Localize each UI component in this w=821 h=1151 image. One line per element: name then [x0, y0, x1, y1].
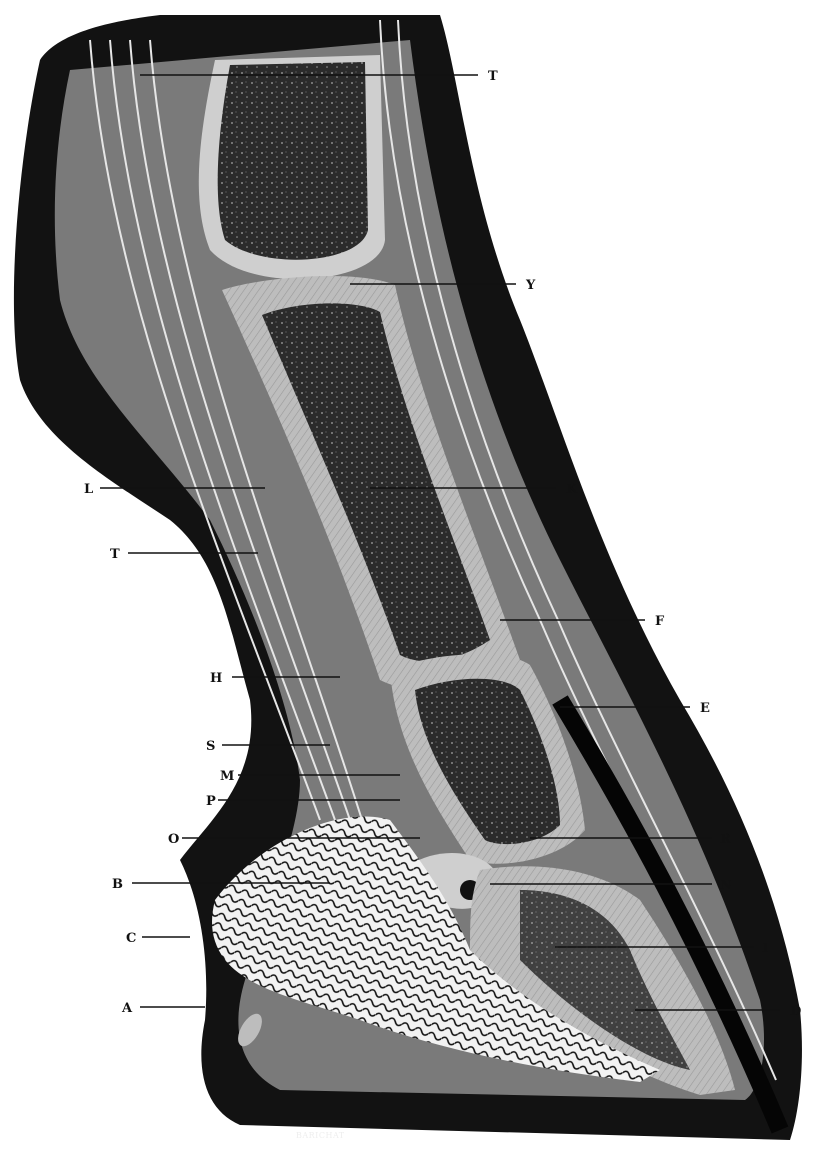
label-t-top: T: [488, 69, 498, 84]
label-t-left: T: [110, 547, 120, 562]
label-d: D: [790, 1004, 801, 1019]
label-p: P: [206, 794, 216, 809]
cannon-bone-marrow: [218, 62, 368, 260]
label-r: R: [720, 832, 731, 847]
label-b: B: [112, 877, 123, 892]
label-h: H: [210, 671, 222, 686]
label-a: A: [121, 1001, 133, 1016]
label-o: O: [168, 832, 179, 847]
label-i: I: [762, 941, 768, 956]
label-f: F: [655, 614, 665, 629]
label-e: E: [700, 701, 710, 716]
label-y: Y: [525, 278, 536, 293]
engraver-signature: BARICHAT: [296, 1131, 345, 1140]
label-s: S: [206, 739, 215, 754]
label-l: L: [84, 482, 93, 497]
label-n: N: [720, 878, 732, 893]
label-k: K: [566, 482, 578, 497]
label-m: M: [220, 769, 234, 784]
label-c: C: [126, 931, 136, 946]
